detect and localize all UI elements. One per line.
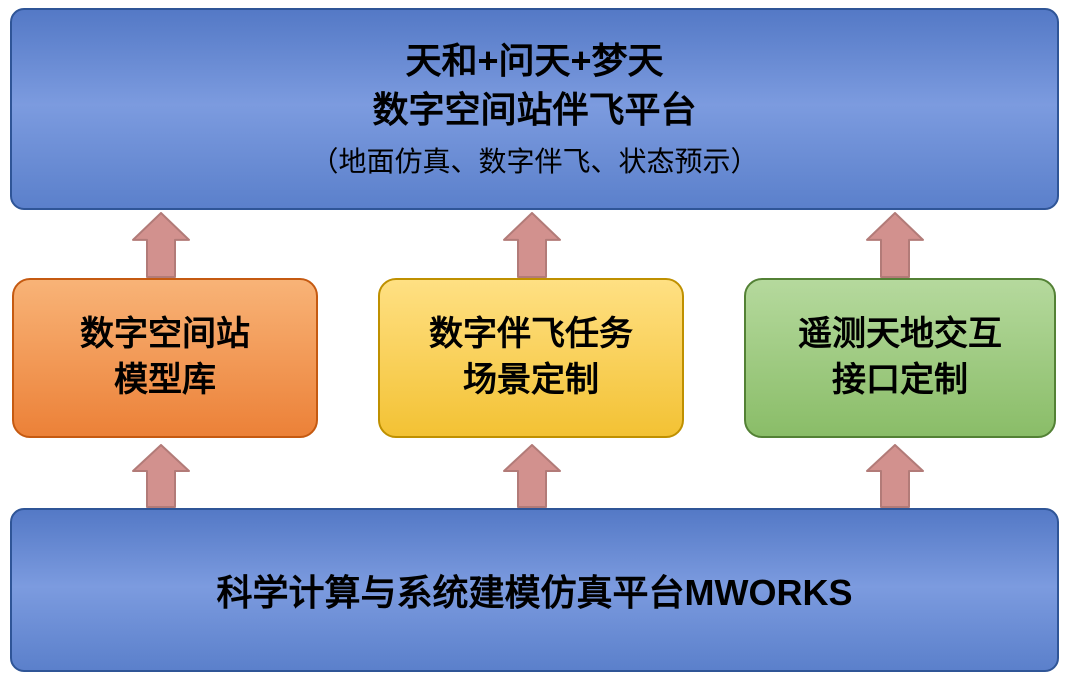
up-arrow-icon	[132, 212, 190, 278]
telemetry-interface-line2: 接口定制	[832, 361, 968, 399]
top-box-title-line2: 数字空间站伴飞平台	[372, 89, 697, 131]
model-library-line2: 模型库	[114, 361, 216, 399]
model-library-box: 数字空间站 模型库	[12, 278, 318, 438]
mworks-platform-box: 科学计算与系统建模仿真平台MWORKS	[10, 508, 1059, 672]
top-box-title-line1: 天和+问天+梦天	[405, 39, 664, 81]
mission-scenario-box: 数字伴飞任务 场景定制	[378, 278, 684, 438]
up-arrow-icon	[866, 444, 924, 508]
up-arrow-icon	[866, 212, 924, 278]
top-platform-box: 天和+问天+梦天 数字空间站伴飞平台 （地面仿真、数字伴飞、状态预示）	[10, 8, 1059, 210]
telemetry-interface-line1: 遥测天地交互	[798, 315, 1002, 354]
up-arrow-icon	[503, 212, 561, 278]
mworks-platform-label: 科学计算与系统建模仿真平台MWORKS	[216, 572, 853, 613]
mission-scenario-line2: 场景定制	[463, 361, 599, 399]
mission-scenario-line1: 数字伴飞任务	[429, 315, 633, 354]
model-library-line1: 数字空间站	[80, 315, 250, 354]
top-box-subtitle: （地面仿真、数字伴飞、状态预示）	[310, 145, 759, 177]
telemetry-interface-box: 遥测天地交互 接口定制	[744, 278, 1056, 438]
up-arrow-icon	[503, 444, 561, 508]
up-arrow-icon	[132, 444, 190, 508]
